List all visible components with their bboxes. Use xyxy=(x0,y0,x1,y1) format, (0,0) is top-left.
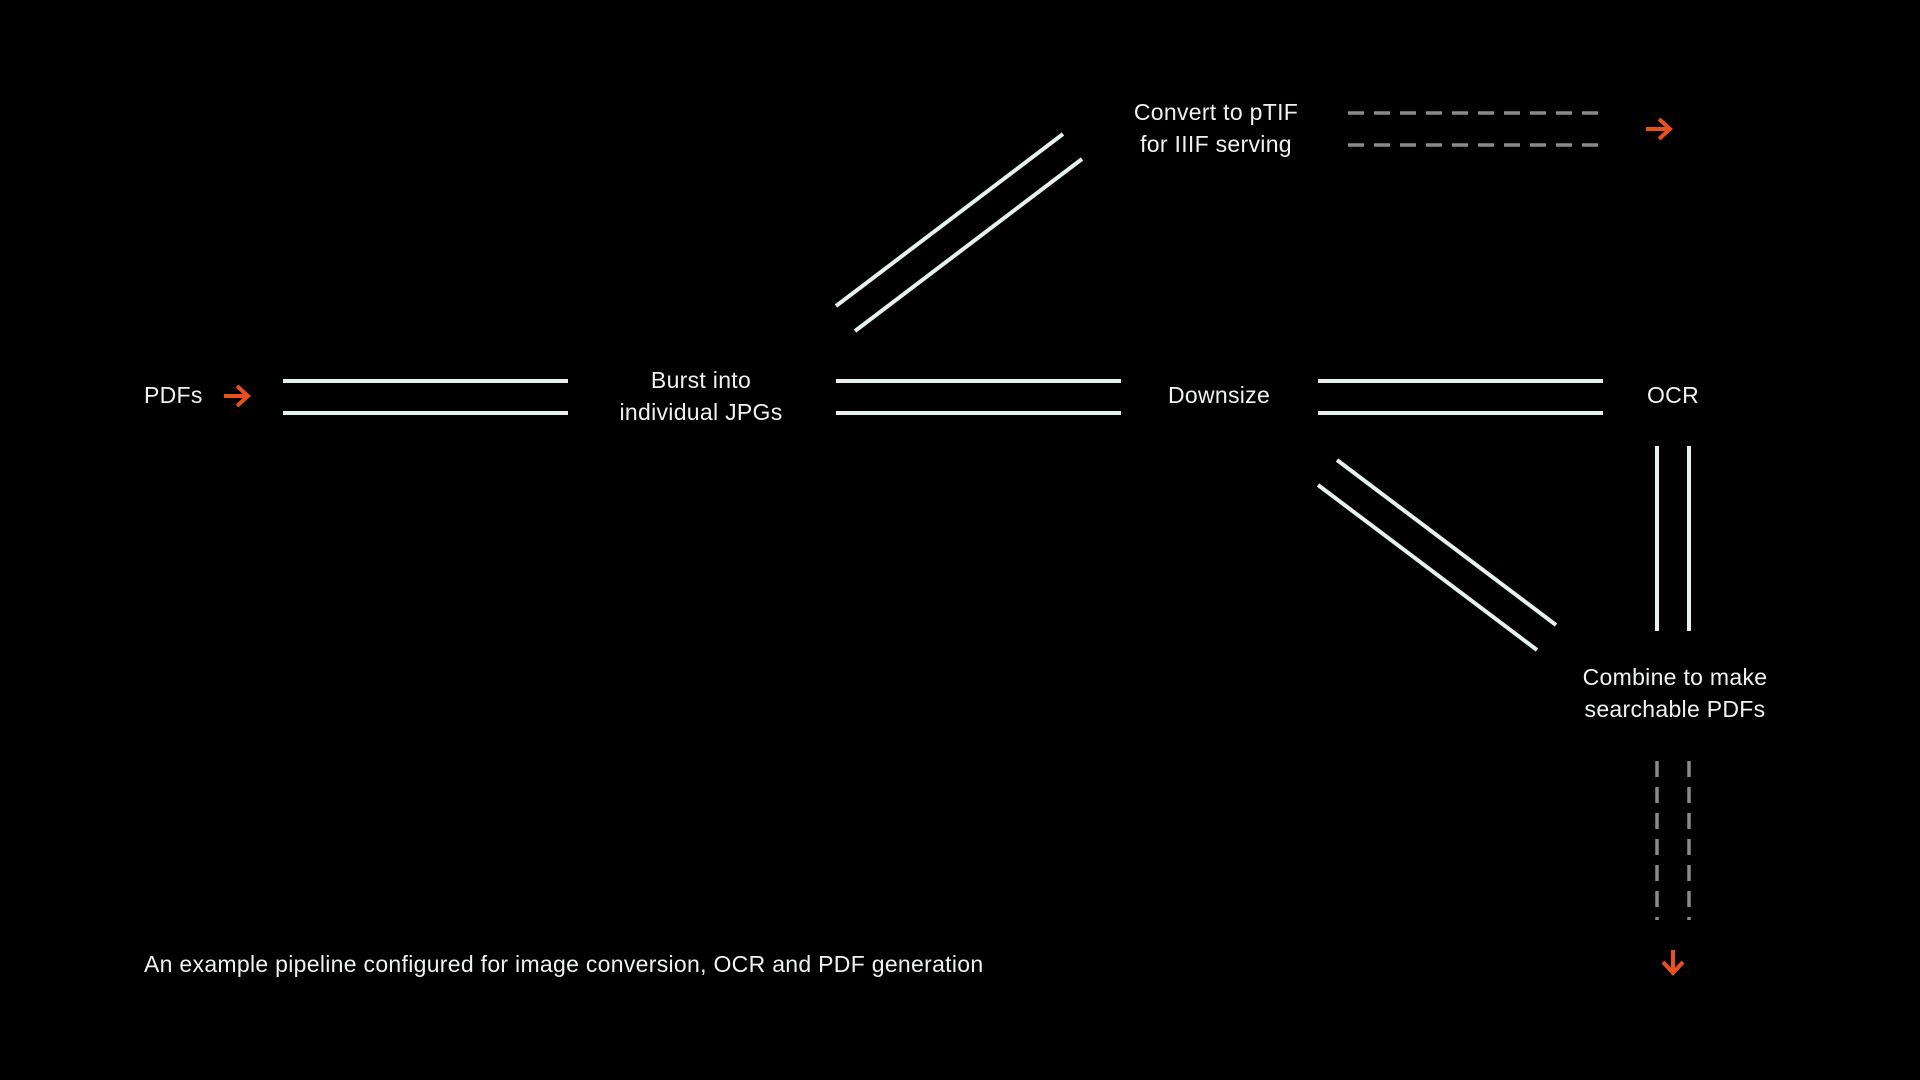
connector-ocr-to-combine xyxy=(1655,446,1691,631)
arrow-right-icon xyxy=(1646,117,1673,141)
node-combine: Combine to make searchable PDFs xyxy=(1583,661,1768,725)
diagram-caption: An example pipeline configured for image… xyxy=(144,951,984,977)
node-downsize-label: Downsize xyxy=(1167,382,1271,408)
node-burst-line1: Burst into xyxy=(650,367,752,393)
connector-downsize-to-combine xyxy=(1316,458,1558,652)
arrow-down-icon xyxy=(1661,950,1685,976)
connector-pdfs-to-burst xyxy=(283,379,568,415)
node-combine-line2: searchable PDFs xyxy=(1584,696,1766,722)
dashed-output-combine xyxy=(1655,761,1691,920)
node-burst-line2: individual JPGs xyxy=(619,399,783,425)
node-convert-line1: Convert to pTIF xyxy=(1133,99,1299,125)
connector-burst-to-convert xyxy=(834,132,1084,333)
node-ocr: OCR xyxy=(1647,379,1699,411)
node-combine-line1: Combine to make xyxy=(1582,664,1768,690)
arrow-right-icon xyxy=(224,384,251,408)
connector-downsize-to-ocr xyxy=(1318,379,1603,415)
node-pdfs: PDFs xyxy=(144,379,203,411)
node-convert: Convert to pTIF for IIIF serving xyxy=(1134,96,1298,160)
node-downsize: Downsize xyxy=(1168,379,1270,411)
node-convert-line2: for IIIF serving xyxy=(1140,131,1292,157)
connector-burst-to-downsize xyxy=(836,379,1121,415)
node-ocr-label: OCR xyxy=(1646,382,1700,408)
node-burst: Burst into individual JPGs xyxy=(619,364,782,428)
dashed-output-convert xyxy=(1348,111,1603,147)
node-pdfs-label: PDFs xyxy=(144,382,203,408)
